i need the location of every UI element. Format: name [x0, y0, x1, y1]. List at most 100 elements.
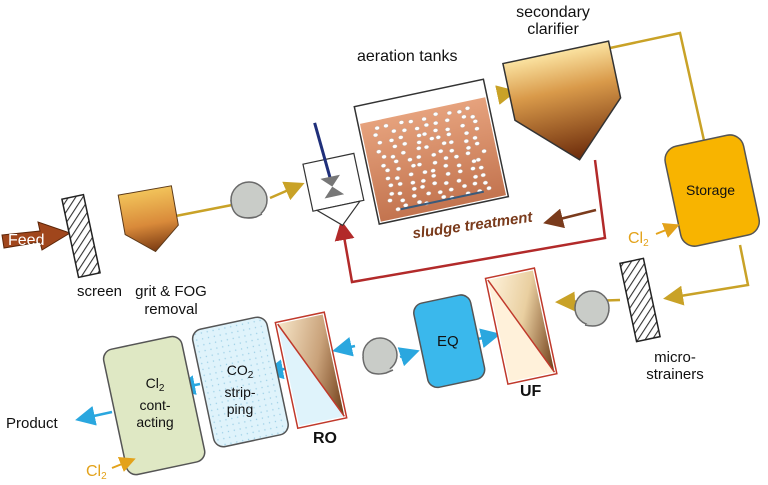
air-bubble [453, 154, 459, 159]
cl2-dose-arrow [655, 223, 680, 238]
air-bubble [422, 169, 428, 175]
air-bubble [380, 163, 387, 168]
aeration-tanks-label: aeration tanks [357, 48, 458, 65]
air-bubble [456, 163, 462, 168]
cl2-contacting-tank [102, 335, 206, 476]
co2-stripping-tower [191, 316, 289, 448]
air-bubble [410, 180, 416, 185]
air-bubble [401, 128, 407, 133]
secondary-clarifier-label: secondary clarifier [498, 4, 608, 38]
air-bubble [461, 183, 468, 189]
grit-fog-label: grit & FOG removal [126, 283, 216, 318]
air-bubble [402, 141, 408, 146]
air-bubble [407, 157, 413, 162]
grit-fog-line2: removal [144, 301, 198, 318]
air-bubble [456, 178, 462, 183]
air-bubble [474, 141, 480, 146]
air-bubble [443, 180, 449, 186]
air-bubble [374, 125, 380, 131]
air-bubble [376, 149, 382, 154]
cl2-bottom-base: Cl [86, 463, 102, 480]
co2-stripping-label: CO2 strip- ping [210, 362, 270, 418]
air-bubble [383, 123, 389, 128]
air-bubble [414, 126, 420, 131]
cl2c-line1: Cl2 [145, 375, 165, 394]
secondary-clarifier [502, 40, 622, 161]
air-bubble [411, 186, 417, 191]
eq-label: EQ [437, 333, 459, 350]
air-bubble [432, 160, 438, 165]
air-bubble [419, 184, 426, 189]
co2-line2: strip- [224, 384, 256, 400]
air-bubble [441, 141, 447, 146]
air-bubble [482, 180, 488, 185]
pump-icon [574, 290, 610, 327]
cl2-base: Cl [628, 230, 644, 247]
cl2-storage-label: Cl2 [628, 230, 649, 252]
air-bubble [445, 127, 451, 132]
co2-line3: ping [226, 401, 254, 417]
air-bubble [396, 166, 402, 171]
storage-label: Storage [686, 182, 736, 198]
air-bubble [438, 149, 444, 154]
air-bubble [478, 165, 484, 170]
pump-icon [362, 337, 398, 375]
air-bubble [431, 152, 437, 157]
eq-tank [413, 294, 486, 389]
air-bubble [432, 128, 439, 133]
clarifier-line2: clarifier [527, 21, 579, 38]
air-bubble [448, 187, 454, 192]
air-bubble [392, 144, 398, 149]
air-bubble [385, 176, 391, 181]
air-bubble [432, 181, 438, 186]
air-bubble [445, 171, 451, 176]
air-bubble [408, 172, 414, 177]
air-bubble [472, 174, 479, 179]
air-bubble [449, 148, 455, 153]
co2-line1: CO2 [226, 362, 254, 381]
product-label: Product [6, 415, 58, 432]
upper-flow-pipes [144, 31, 750, 312]
air-bubble [470, 166, 476, 171]
air-bubble [400, 150, 406, 155]
air-bubble [446, 132, 452, 137]
uf-membrane [484, 267, 558, 385]
micro-strainers-label: micro- strainers [630, 349, 720, 383]
air-bubble [470, 114, 476, 119]
air-bubble [431, 173, 437, 178]
cl2-dose-arrow [111, 457, 136, 472]
air-bubble [398, 120, 404, 125]
air-bubble [433, 112, 439, 117]
air-bubble [408, 119, 414, 124]
air-bubble [456, 109, 462, 114]
aeration-tanks [353, 78, 510, 225]
air-bubble [416, 140, 422, 145]
air-bubble [410, 163, 417, 168]
air-bubble [388, 138, 395, 143]
air-bubble [480, 172, 486, 178]
air-bubble [430, 168, 436, 173]
air-bubble [437, 190, 443, 195]
air-bubble [395, 207, 401, 212]
air-bubble [416, 199, 423, 205]
air-bubble [457, 169, 463, 174]
air-bubble [461, 114, 467, 119]
air-bubble [441, 194, 447, 200]
air-bubble [398, 135, 404, 140]
air-bubble [423, 122, 429, 128]
air-bubble [421, 116, 427, 122]
cl2c-line2: cont- [139, 397, 171, 413]
air-bubble [472, 119, 478, 124]
feed-arrow [1, 221, 72, 251]
air-bubble [426, 191, 432, 196]
air-bubble [388, 183, 394, 188]
cl2-bottom-label: Cl2 [86, 463, 107, 485]
grit-fog-line1: grit & FOG [135, 283, 207, 300]
air-bubble [481, 149, 487, 154]
air-bubble [435, 135, 441, 140]
air-bubble [416, 133, 422, 138]
air-bubble [444, 118, 450, 123]
clarifier-line1: secondary [516, 4, 590, 21]
air-bubble [472, 135, 478, 140]
air-bubble [460, 123, 466, 128]
